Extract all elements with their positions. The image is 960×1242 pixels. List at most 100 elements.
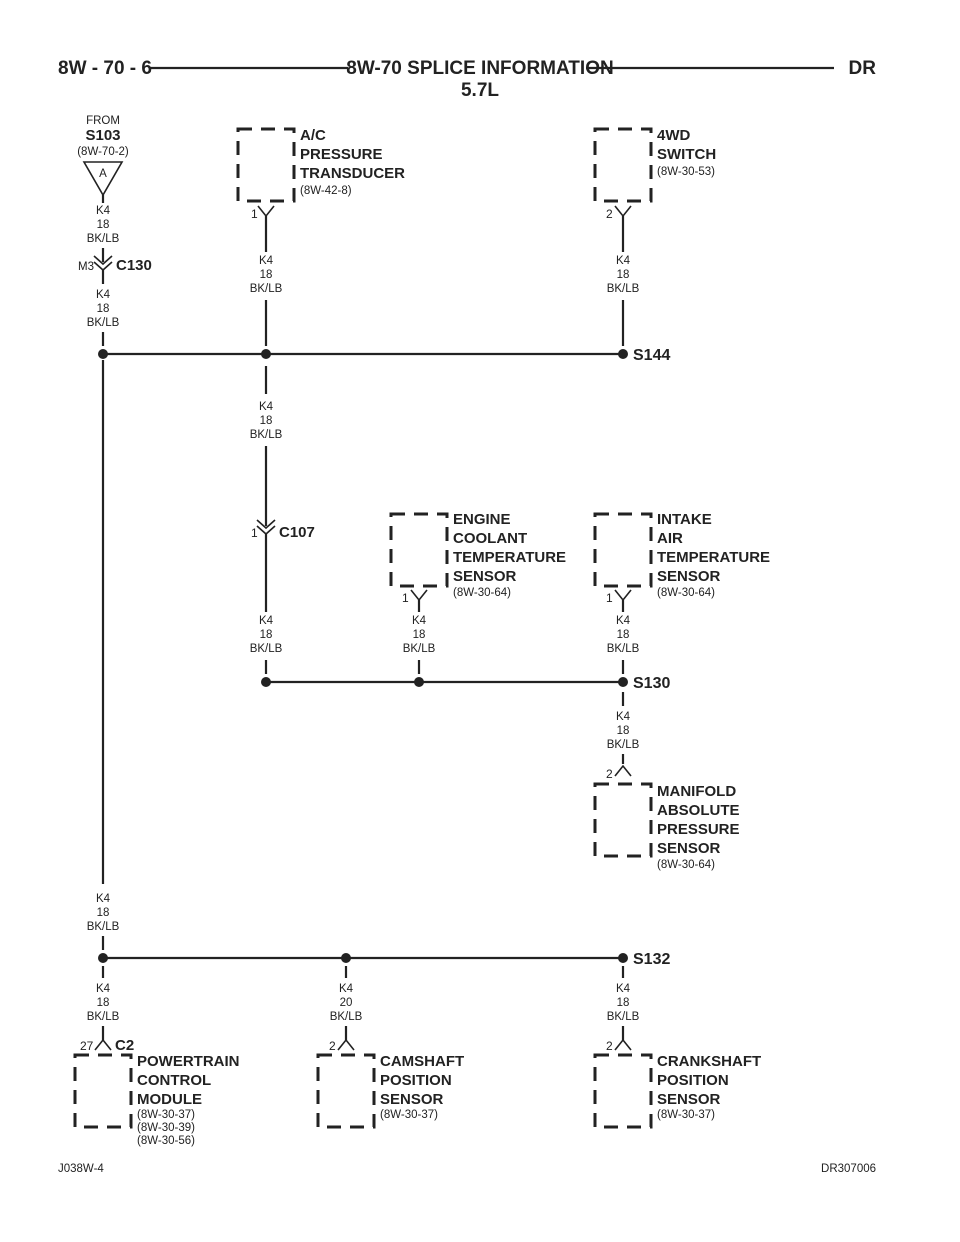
ckp-line-1: POSITION [657,1072,729,1089]
wire-gauge: 18 [617,629,630,641]
component-crankshaft-position-sensor: 2 CRANKSHAFT POSITION SENSOR (8W-30-37) [593,1038,761,1129]
from-splice: S103 [85,127,120,144]
ect-line-1: COOLANT [453,530,527,547]
wire-color: BK/LB [250,643,283,655]
splice-dot-icon [618,677,628,687]
wire-gauge: 18 [97,303,110,315]
wire-gauge: 18 [260,415,273,427]
wire-circuit: K4 [616,255,631,267]
fwd-pin: 2 [606,207,613,221]
ect-line-2: TEMPERATURE [453,549,566,566]
wire-circuit: K4 [96,893,111,905]
wire-color: BK/LB [87,1011,120,1023]
wire-circuit: K4 [259,615,274,627]
cmp-line-0: CAMSHAFT [380,1053,464,1070]
from-s103: FROM S103 (8W-70-2) A [77,115,129,203]
wire-circuit: K4 [616,615,631,627]
splice-dot-icon [261,349,271,359]
splice-s144: S144 [98,347,670,364]
ect-line-0: ENGINE [453,511,511,528]
wire-gauge: 18 [617,269,630,281]
splice-dot-icon [98,349,108,359]
cmp-ref: (8W-30-37) [380,1109,438,1121]
wire-label-c107: K4 18 BK/LB [250,615,283,655]
component-box-icon [593,127,653,203]
component-powertrain-control-module: 27 C2 POWERTRAIN CONTROL MODULE (8W-30-3… [73,1037,240,1147]
pcm-line-1: CONTROL [137,1072,211,1089]
pcm-ref-1: (8W-30-39) [137,1122,195,1134]
wire-label-from-s103: K4 18 BK/LB [87,205,120,245]
ckp-line-2: SENSOR [657,1091,721,1108]
component-camshaft-position-sensor: 2 CAMSHAFT POSITION SENSOR (8W-30-37) [316,1038,464,1129]
page-subtitle: 5.7L [461,80,499,101]
page-ref: 8W - 70 - 6 [58,58,152,79]
wire-circuit: K4 [616,711,631,723]
ac-ref: (8W-42-8) [300,185,352,197]
connector-triangle-icon [82,161,124,197]
ac-pin: 1 [251,207,258,221]
connector-c130: M3 C130 [78,255,152,274]
page-header: 8W - 70 - 6 8W-70 SPLICE INFORMATION DR … [58,58,876,101]
wire-label-c130: K4 18 BK/LB [87,289,120,329]
c2-pin: 27 [80,1039,94,1053]
wire-gauge: 18 [413,629,426,641]
ckp-ref: (8W-30-37) [657,1109,715,1121]
wire-circuit: K4 [96,205,111,217]
wire-gauge: 20 [340,997,353,1009]
wire-label-s144-c107: K4 18 BK/LB [250,401,283,441]
wire-label-ect: K4 18 BK/LB [403,615,436,655]
wire-gauge: 18 [260,629,273,641]
c107-pin: 1 [251,526,258,540]
wire-circuit: K4 [259,401,274,413]
iat-line-1: AIR [657,530,683,547]
brand-code: DR [849,58,877,79]
map-line-0: MANIFOLD [657,783,736,800]
wire-color: BK/LB [87,317,120,329]
component-engine-coolant-temperature-sensor: ENGINE COOLANT TEMPERATURE SENSOR (8W-30… [389,511,566,605]
wire-label-iat: K4 18 BK/LB [607,615,640,655]
wire-label-trunk: K4 18 BK/LB [87,893,120,933]
splice-dot-icon [261,677,271,687]
fwd-line-0: 4WD [657,127,691,144]
cmp-pin: 2 [329,1039,336,1053]
iat-ref: (8W-30-64) [657,587,715,599]
component-box-icon [593,512,653,588]
wire-gauge: 18 [617,997,630,1009]
splice-dot-icon [98,953,108,963]
fwd-ref: (8W-30-53) [657,166,715,178]
iat-line-3: SENSOR [657,568,721,585]
component-box-icon [593,782,653,858]
fwd-line-1: SWITCH [657,146,716,163]
wire-color: BK/LB [607,1011,640,1023]
iat-pin: 1 [606,591,613,605]
wire-circuit: K4 [339,983,354,995]
wire-color: BK/LB [403,643,436,655]
wire-color: BK/LB [607,283,640,295]
c130-pin: M3 [78,261,94,273]
component-manifold-absolute-pressure-sensor: 2 MANIFOLD ABSOLUTE PRESSURE SENSOR (8W-… [593,764,740,871]
cmp-line-2: SENSOR [380,1091,444,1108]
wire-label-4wd: K4 18 BK/LB [607,255,640,295]
ac-line-0: A/C [300,127,326,144]
ckp-pin: 2 [606,1039,613,1053]
pcm-ref-2: (8W-30-56) [137,1135,195,1147]
ect-pin: 1 [402,591,409,605]
wire-color: BK/LB [87,233,120,245]
c2-name: C2 [115,1037,134,1054]
connector-letter: A [99,168,107,180]
wire-color: BK/LB [250,429,283,441]
wire-label-ckp: K4 18 BK/LB [607,983,640,1023]
wire-circuit: K4 [96,289,111,301]
map-line-3: SENSOR [657,840,721,857]
from-ref: (8W-70-2) [77,146,129,158]
wire-label-ac: K4 18 BK/LB [250,255,283,295]
iat-line-0: INTAKE [657,511,712,528]
component-box-icon [236,127,296,203]
wire-color: BK/LB [607,739,640,751]
wire-circuit: K4 [96,983,111,995]
splice-s130: S130 [261,675,670,692]
ect-line-3: SENSOR [453,568,517,585]
pcm-line-0: POWERTRAIN [137,1053,240,1070]
connector-c107: 1 C107 [251,519,315,541]
